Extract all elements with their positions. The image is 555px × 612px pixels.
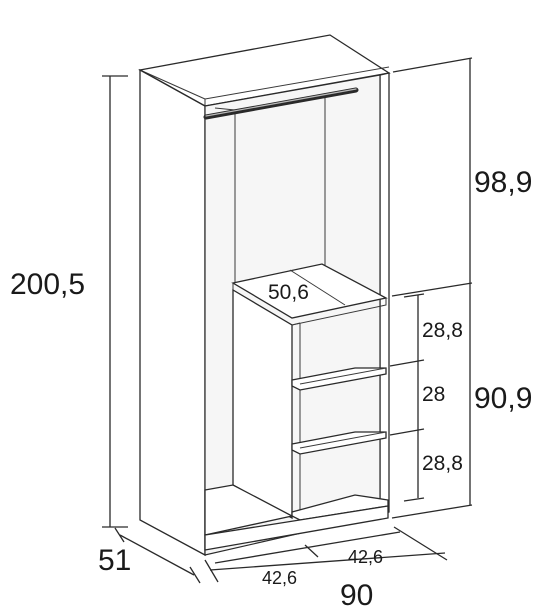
vertical-divider	[232, 288, 293, 520]
right-side-panel	[379, 72, 390, 516]
compartment-width-right-label: 42,6	[348, 547, 383, 567]
left-side-panel	[139, 68, 206, 557]
width-label: 90	[340, 579, 373, 612]
shelf-1	[291, 367, 387, 391]
wardrobe-drawing	[138, 34, 391, 557]
total-height-label: 200,5	[10, 268, 85, 301]
bottom-shelf-left	[204, 484, 294, 536]
compartment-width-left-label: 42,6	[262, 568, 297, 588]
dimension-lines	[102, 57, 473, 584]
lower-height-label: 90,9	[474, 382, 532, 415]
shelf-2	[291, 431, 387, 455]
plinth	[204, 505, 389, 551]
hanging-rail	[203, 87, 359, 120]
dimension-labels: 200,5 51 90 98,9 90,9 42,6 42,6 50,6 28,…	[10, 166, 532, 612]
shelf-gap-middle-label: 28	[422, 383, 445, 406]
shelf-gap-bottom-label: 28,8	[422, 452, 463, 475]
shelf-gap-top-label: 28,8	[422, 319, 463, 342]
depth-label: 51	[98, 544, 131, 577]
shelf-depth-label: 50,6	[268, 281, 309, 304]
upper-height-label: 98,9	[474, 166, 532, 199]
